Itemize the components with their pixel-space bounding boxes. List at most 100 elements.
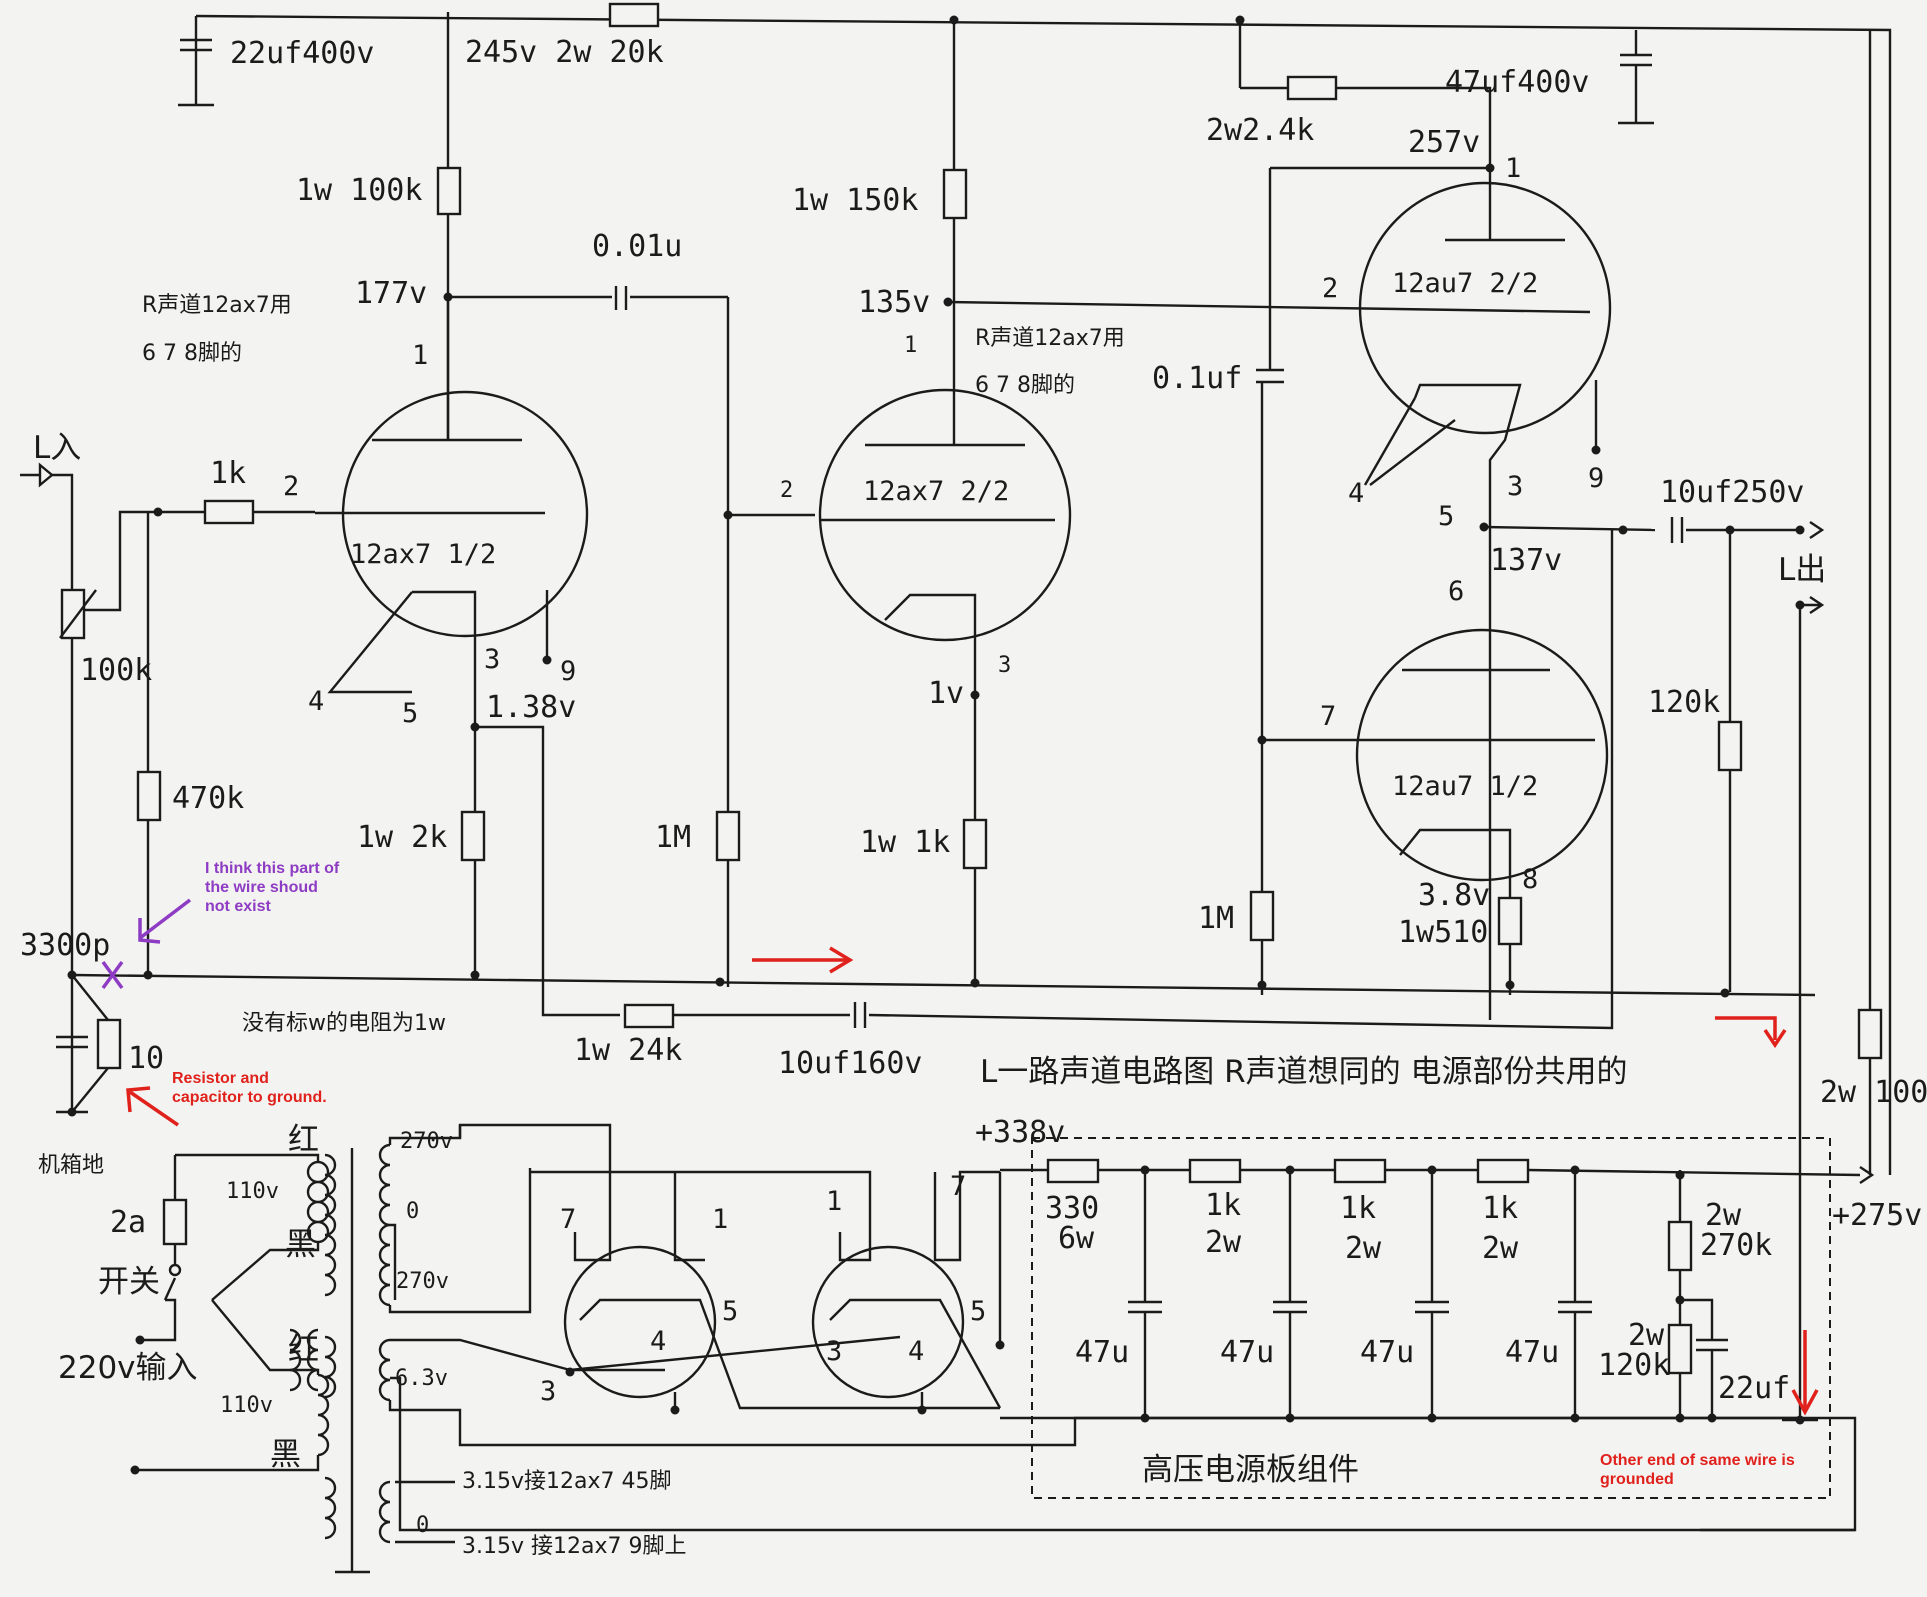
pin-label: 9 [560,656,576,687]
note-rch-b2: 6 7 8脚的 [975,373,1075,398]
label-47uf400v: 47uf400v [1445,65,1590,100]
label-10uf160v: 10uf160v [778,1046,923,1081]
pin-label: 3 [540,1376,556,1407]
label-138v: 1.38v [486,690,576,725]
ps-label-22uf: 22uf [1718,1371,1790,1406]
ps-label-2w-120k-b: 120k [1598,1348,1670,1383]
rectifier-tubes [530,1170,1005,1415]
tube2-label: 12ax7 2/2 [863,476,1009,507]
label-10uf250v: 10uf250v [1660,475,1805,510]
note-rch-a1: R声道12ax7用 [142,293,292,318]
label-L-out: L出 [1778,552,1826,588]
label-470k: 470k [172,781,244,816]
resistor-20k [608,2,660,28]
purple-note-1: I think this part of [205,860,340,877]
pin-label: 1 [712,1204,728,1235]
label-110v-2: 110v [220,1393,273,1418]
cathode-follower-net [1235,15,1883,1420]
pin-label: 5 [402,698,418,729]
label-1w510: 1w510 [1398,915,1488,950]
label-1v: 1v [928,676,964,711]
pin-label: 4 [308,686,324,717]
pin-label: 5 [970,1296,986,1327]
label-mains-in: 220v输入 [58,1350,198,1386]
label-22uf400v: 22uf400v [230,36,375,71]
ps-label-6w: 6w [1058,1221,1095,1256]
label-1M-b: 1M [1198,901,1234,936]
label-270v-bot: 270v [396,1269,449,1294]
ps-label-2w-270k-b: 270k [1700,1228,1772,1263]
pin-label: 8 [1522,864,1538,895]
pin-label: 1 [904,333,917,358]
red-note-a2: capacitor to ground. [172,1089,327,1106]
label-100k-pot: 100k [80,653,152,688]
cap-47uf400v [1618,30,1654,125]
pin-label: 7 [560,1204,576,1235]
pin-label: 4 [1348,478,1364,509]
red-arrows [126,946,1819,1416]
hv-filter-board [1000,1137,1875,1499]
stage2-net [818,15,1591,988]
purple-note-2: the wire shoud [205,879,318,896]
pin-label: 2 [283,471,299,502]
label-137v: 137v [1490,543,1562,578]
transformer-primary [130,1153,330,1475]
label-100k: 1w 100k [296,173,422,208]
label-2k: 1w 2k [357,820,447,855]
red-note-b2: grounded [1600,1471,1674,1488]
label-tr-0: 0 [406,1199,419,1224]
pin-label: 1 [412,340,428,371]
b-plus-rail [178,14,1892,1175]
ps-label-2w-3: 2w [1482,1231,1519,1266]
pin-label: 3 [998,653,1011,678]
label-10ohm: 10 [128,1041,164,1076]
label-3.15v-bot: 3.15v 接12ax7 9脚上 [462,1534,686,1559]
stage1-cathode-net [460,530,1614,1030]
ps-label-47u-1: 47u [1075,1335,1129,1370]
label-red-2: 红 [288,1332,319,1368]
label-150k: 1w 150k [792,183,918,218]
pin-label: 3 [826,1336,842,1367]
label-2w100: 2w 100 [1820,1075,1927,1110]
label-177v: 177v [355,276,427,311]
label-3300p: 3300p [20,928,110,963]
ps-label-47u-2: 47u [1220,1335,1274,1370]
ps-label-2w-270k-a: 2w [1705,1198,1742,1233]
pin-label: 9 [1588,463,1604,494]
tube-12ax7-half1 [315,297,589,694]
label-3.8v: 3.8v [1418,878,1490,913]
label-fuse-2a: 2a [110,1205,146,1240]
ps-label-1k-1: 1k [1205,1188,1241,1223]
red-note-b1: Other end of same wire is [1600,1452,1795,1469]
cap-22uf400v [180,38,212,52]
pin-label: 3 [484,644,500,675]
label-black-2: 黑 [270,1437,301,1473]
pin-label: 5 [1438,501,1454,532]
ps-label-2w-2: 2w [1345,1231,1382,1266]
label-3.15v-top: 3.15v接12ax7 45脚 [462,1469,671,1494]
tube1-label: 12ax7 1/2 [350,539,496,570]
ps-board-label: 高压电源板组件 [1142,1452,1359,1488]
label-24k: 1w 24k [574,1033,682,1068]
ps-label-1k-2: 1k [1340,1191,1376,1226]
pin-label: 1 [826,1186,842,1217]
pin-label: 7 [1320,701,1336,732]
circuit-title-note: L一路声道电路图 R声道想同的 电源部份共用的 [980,1054,1628,1090]
label-chassis-ground: 机箱地 [38,1153,104,1178]
ps-label-2w-1: 2w [1205,1225,1242,1260]
label-1k-grid: 1k [210,456,246,491]
pin-label: 4 [650,1326,666,1357]
label-257v: 257v [1408,125,1480,160]
label-black-1: 黑 [285,1227,316,1263]
label-270v-top: 270v [400,1129,453,1154]
input-network [20,462,1816,1117]
note-rch-b1: R声道12ax7用 [975,326,1125,351]
label-L-in: L入 [33,430,81,466]
pin-label: 5 [722,1296,738,1327]
label-001u: 0.01u [592,229,682,264]
label-20k: 245v 2w 20k [465,35,664,70]
label-1k-cath: 1w 1k [860,825,950,860]
ps-label-2w-120k-a: 2w [1628,1318,1665,1353]
